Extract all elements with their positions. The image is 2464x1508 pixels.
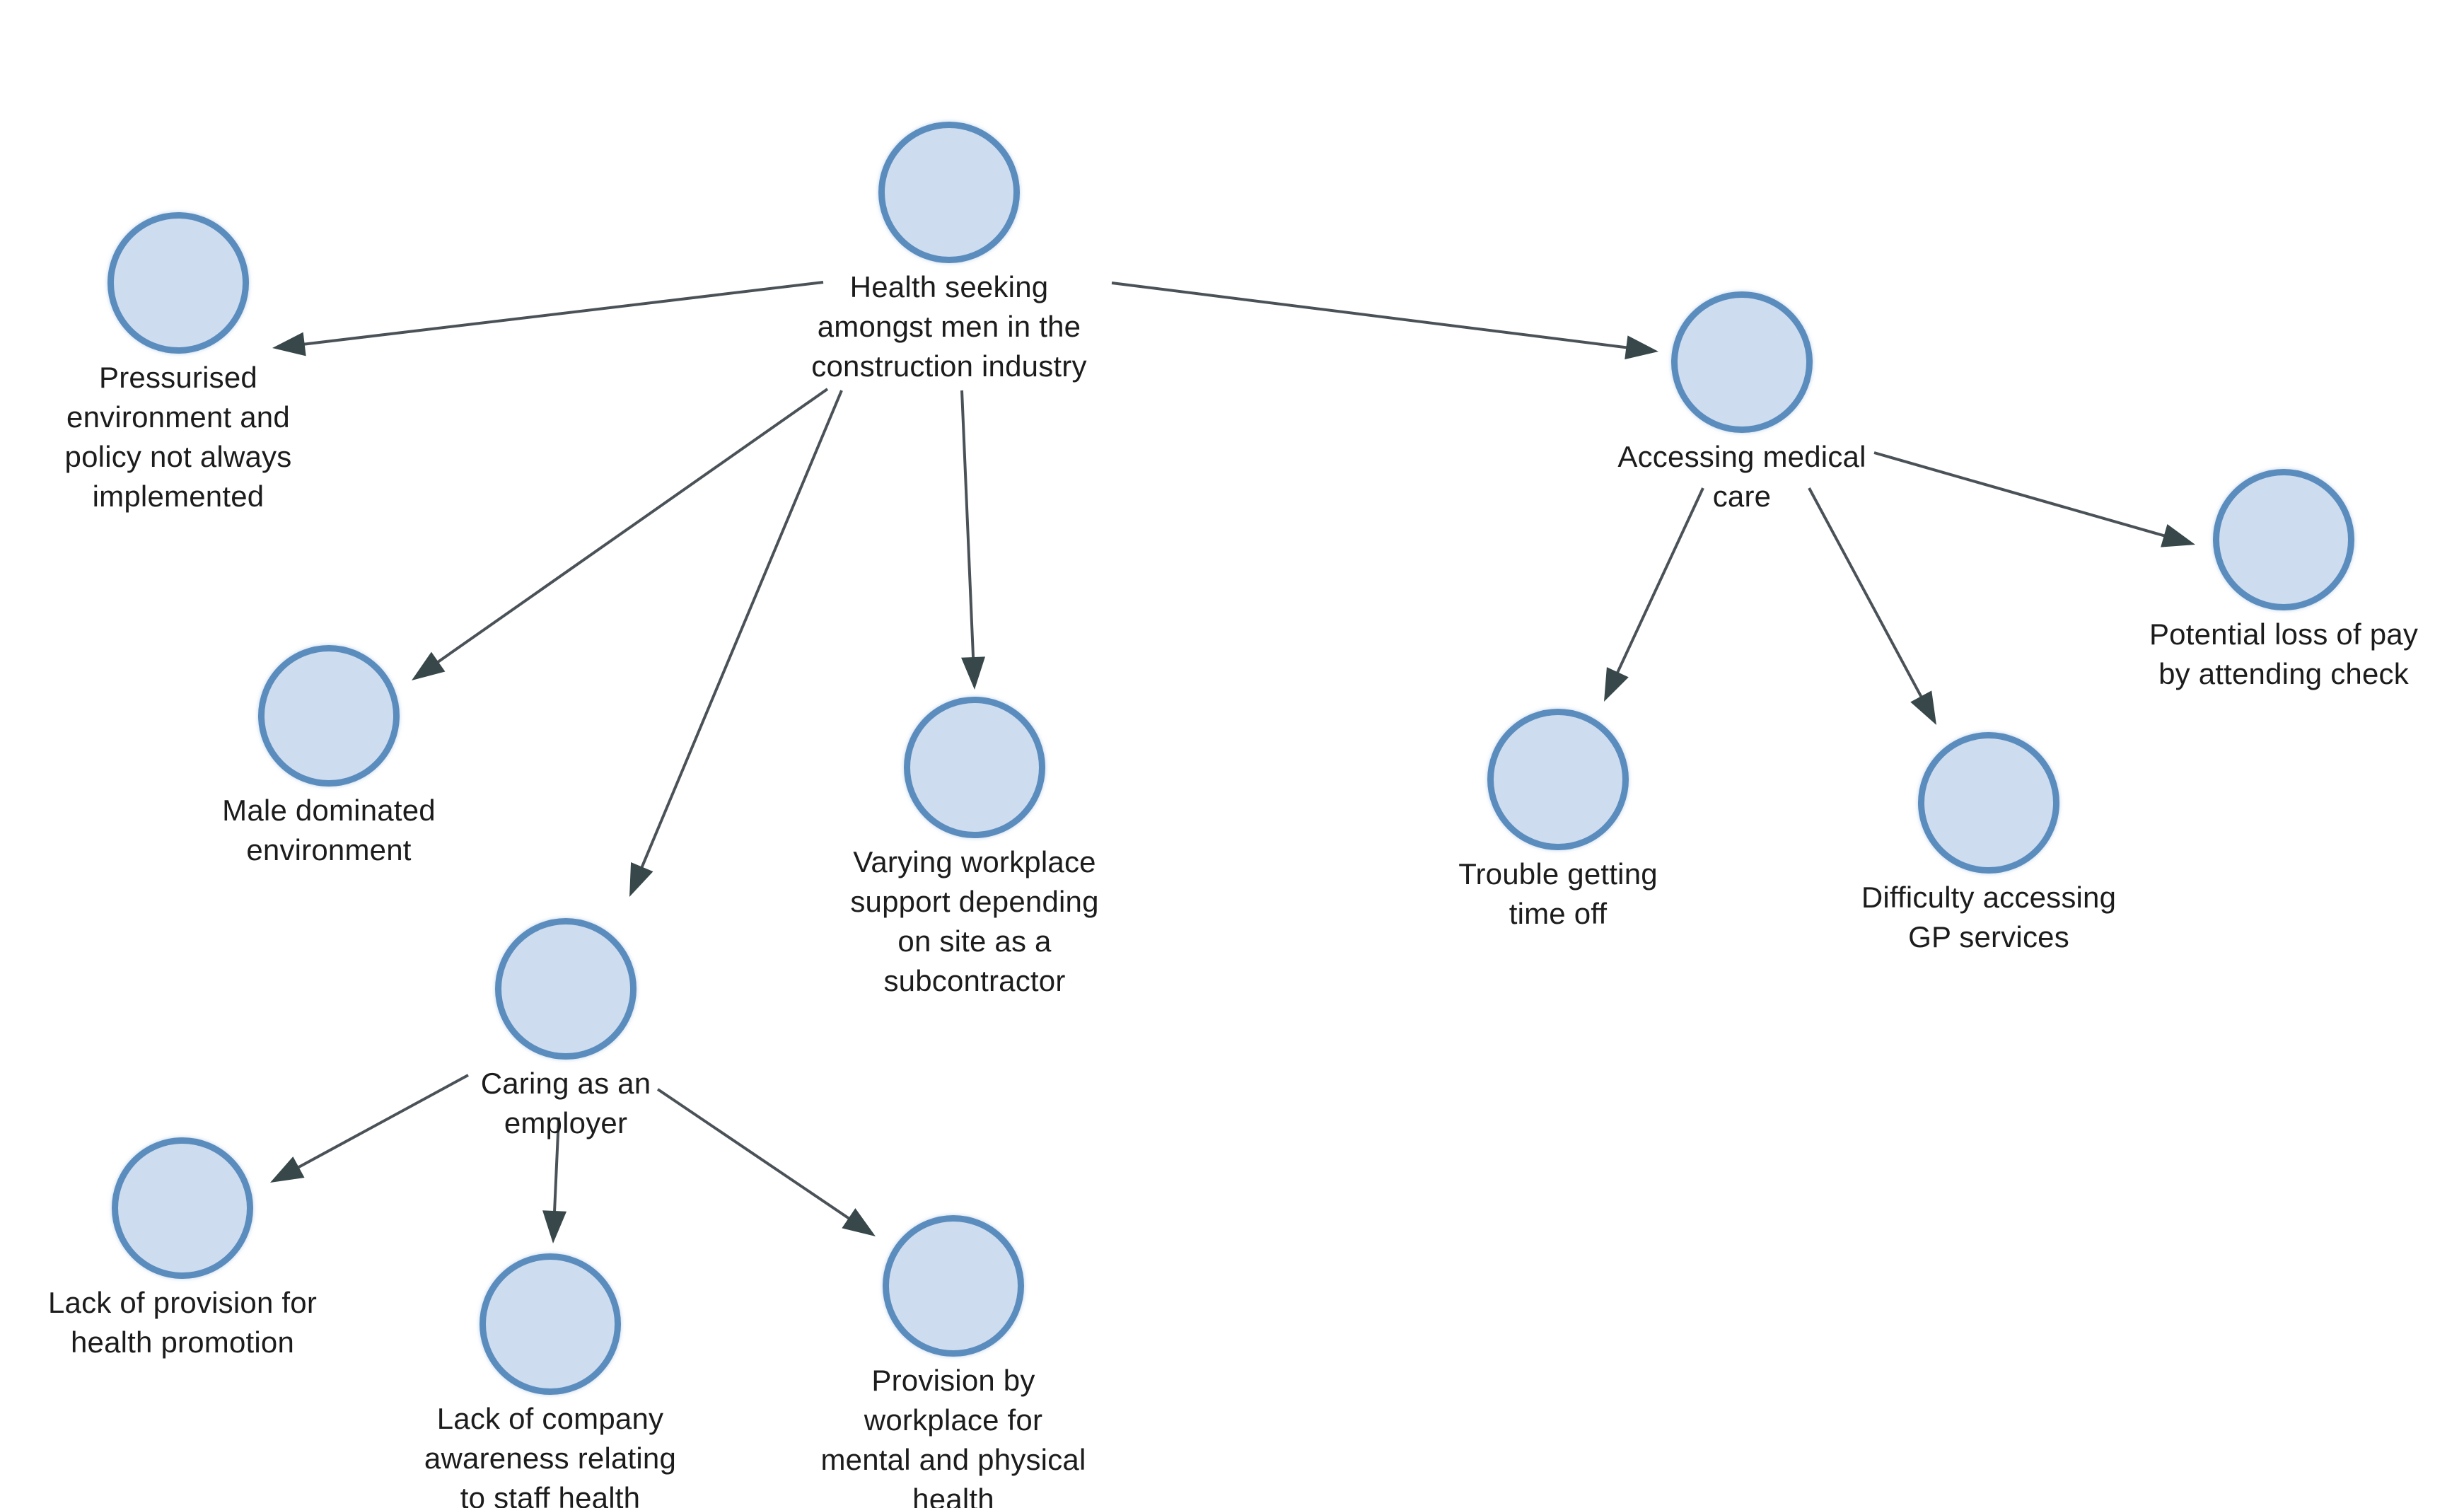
edge-health-seeking-to-varying-workplace-support — [960, 390, 986, 690]
node-health-seeking[interactable]: Health seeking amongst men in the constr… — [730, 122, 1168, 386]
node-lack-of-provision[interactable]: Lack of provision for health promotion — [0, 1137, 380, 1362]
node-label-caring-as-employer: Caring as an employer — [480, 1067, 651, 1139]
node-circle-difficulty-accessing-gp[interactable] — [1918, 732, 2059, 874]
arrow-head-icon — [1604, 667, 1629, 702]
node-circle-pressurised-environment[interactable] — [107, 212, 249, 354]
node-label-provision-by-workplace: Provision by workplace for mental and ph… — [820, 1364, 1086, 1508]
node-circle-lack-of-company-awareness[interactable] — [480, 1253, 621, 1395]
node-caring-as-employer[interactable]: Caring as an employer — [396, 918, 736, 1143]
arrow-head-icon — [542, 1210, 567, 1243]
node-circle-caring-as-employer[interactable] — [495, 918, 637, 1060]
node-circle-provision-by-workplace[interactable] — [883, 1215, 1024, 1357]
node-trouble-getting-time-off[interactable]: Trouble getting time off — [1381, 709, 1735, 934]
node-label-accessing-medical-care: Accessing medical care — [1617, 440, 1866, 513]
node-varying-workplace-support[interactable]: Varying workplace support depending on s… — [777, 697, 1173, 1000]
edge-line — [1808, 487, 1926, 704]
node-circle-potential-loss-of-pay[interactable] — [2213, 469, 2354, 610]
edge-health-seeking-to-male-dominated — [412, 388, 829, 680]
edge-line — [960, 390, 975, 665]
arrow-head-icon — [961, 656, 986, 690]
node-circle-lack-of-provision[interactable] — [112, 1137, 253, 1279]
node-circle-male-dominated[interactable] — [258, 645, 400, 787]
node-provision-by-workplace[interactable]: Provision by workplace for mental and ph… — [755, 1215, 1151, 1508]
arrow-head-icon — [1910, 690, 1936, 725]
node-male-dominated[interactable]: Male dominated environment — [145, 645, 513, 870]
arrow-head-icon — [629, 862, 653, 897]
node-circle-trouble-getting-time-off[interactable] — [1487, 709, 1629, 850]
node-circle-varying-workplace-support[interactable] — [904, 697, 1045, 838]
node-accessing-medical-care[interactable]: Accessing medical care — [1551, 291, 1933, 516]
node-lack-of-company-awareness[interactable]: Lack of company awareness relating to st… — [359, 1253, 741, 1508]
node-label-lack-of-provision: Lack of provision for health promotion — [47, 1286, 318, 1359]
node-label-health-seeking: Health seeking amongst men in the constr… — [811, 270, 1087, 383]
node-label-difficulty-accessing-gp: Difficulty accessing GP services — [1861, 881, 2117, 953]
edge-line — [1613, 487, 1704, 680]
node-label-trouble-getting-time-off: Trouble getting time off — [1458, 857, 1658, 930]
edge-line — [431, 388, 829, 667]
node-label-lack-of-company-awareness: Lack of company awareness relating to st… — [424, 1402, 677, 1508]
node-circle-accessing-medical-care[interactable] — [1671, 291, 1813, 433]
node-potential-loss-of-pay[interactable]: Potential loss of pay by attending check — [2079, 469, 2464, 694]
node-circle-health-seeking[interactable] — [878, 122, 1020, 263]
node-label-potential-loss-of-pay: Potential loss of pay by attending check — [2149, 617, 2419, 690]
node-pressurised-environment[interactable]: Pressurised environment and policy not a… — [0, 212, 362, 516]
edge-accessing-medical-care-to-trouble-getting-time-off — [1604, 487, 1704, 702]
node-label-varying-workplace-support: Varying workplace support depending on s… — [850, 845, 1099, 997]
edge-accessing-medical-care-to-difficulty-accessing-gp — [1808, 487, 1936, 725]
node-difficulty-accessing-gp[interactable]: Difficulty accessing GP services — [1791, 732, 2187, 957]
node-label-male-dominated: Male dominated environment — [222, 794, 436, 866]
node-label-pressurised-environment: Pressurised environment and policy not a… — [64, 361, 292, 513]
